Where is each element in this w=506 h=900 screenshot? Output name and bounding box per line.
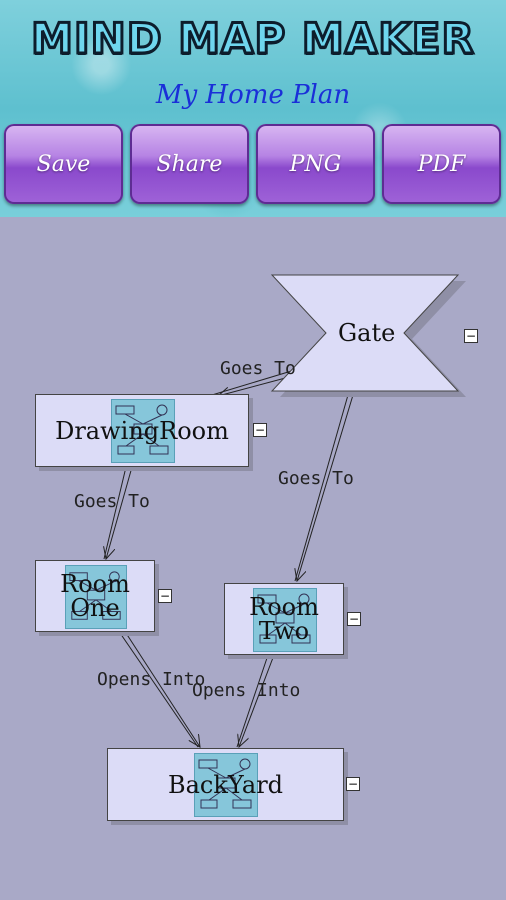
- roomone-label-line2: One: [70, 594, 120, 622]
- minus-box-icon: −: [254, 423, 266, 437]
- gate-node-shape[interactable]: [270, 274, 460, 392]
- edge-label-roomone-backyard: Opens Into: [97, 669, 206, 690]
- minus-box-icon: −: [348, 612, 360, 626]
- edge-label-gate-drawingroom: Goes To: [220, 358, 296, 379]
- minus-box-icon: −: [159, 589, 171, 603]
- minus-box-icon: −: [465, 329, 477, 343]
- app-header: MIND MAP MAKER My Home Plan Save Share P…: [0, 0, 506, 217]
- drawingroom-label: DrawingRoom: [55, 416, 229, 445]
- edge-drawingroom-roomone-shadow: [106, 466, 133, 559]
- roomtwo-node[interactable]: Room Two: [224, 583, 344, 655]
- mindmap-thumbnail-icon: [253, 588, 317, 652]
- mindmap-thumbnail-icon: [111, 399, 175, 463]
- mindmap-canvas[interactable]: Gate − Goes To Goes To Goes To Opens Int…: [0, 217, 506, 900]
- roomtwo-label-line2: Two: [258, 617, 310, 645]
- share-button[interactable]: Share: [130, 124, 249, 204]
- roomone-collapse-button[interactable]: −: [158, 589, 172, 603]
- backyard-collapse-button[interactable]: −: [346, 777, 360, 791]
- edge-roomtwo-backyard: [236, 654, 269, 748]
- backyard-label: BackYard: [167, 770, 284, 799]
- project-title[interactable]: My Home Plan: [155, 80, 351, 110]
- mindmap-thumbnail-icon: [194, 753, 258, 817]
- edge-label-drawingroom-roomone: Goes To: [74, 491, 150, 512]
- roomone-node[interactable]: Room One: [35, 560, 155, 632]
- edge-roomone-backyard: [117, 629, 199, 748]
- edge-label-gate-roomtwo: Goes To: [278, 468, 354, 489]
- edge-roomtwo-backyard-shadow: [239, 654, 275, 747]
- png-button[interactable]: PNG: [256, 124, 375, 204]
- edge-drawingroom-roomone: [103, 466, 127, 560]
- connector-lines: [0, 274, 466, 900]
- save-button[interactable]: Save: [4, 124, 123, 204]
- minus-box-icon: −: [347, 777, 359, 791]
- roomone-label-line1: Room: [60, 570, 130, 598]
- app-title: MIND MAP MAKER: [30, 13, 476, 65]
- gate-collapse-button[interactable]: −: [464, 329, 478, 343]
- edge-roomone-backyard-shadow: [123, 629, 200, 747]
- backyard-node[interactable]: BackYard: [107, 748, 344, 821]
- mindmap-thumbnail-icon: [65, 565, 127, 629]
- drawingroom-node[interactable]: DrawingRoom: [35, 394, 249, 467]
- roomtwo-label-line1: Room: [249, 593, 319, 621]
- gate-node-label[interactable]: Gate: [338, 319, 396, 347]
- edge-gate-roomtwo-shadow: [297, 394, 354, 581]
- pdf-button[interactable]: PDF: [382, 124, 501, 204]
- roomtwo-collapse-button[interactable]: −: [347, 612, 361, 626]
- edge-label-roomtwo-backyard: Opens Into: [192, 680, 301, 701]
- edge-gate-roomtwo: [294, 394, 349, 582]
- drawingroom-collapse-button[interactable]: −: [253, 423, 267, 437]
